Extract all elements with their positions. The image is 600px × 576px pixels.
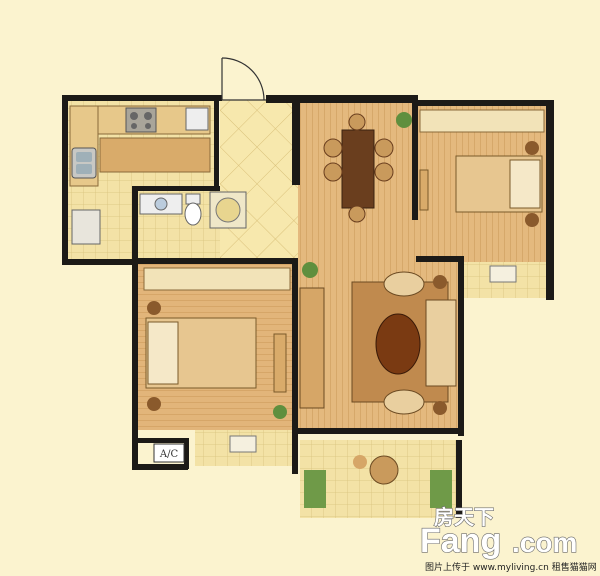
cushion-bedroom-1 [489,265,517,283]
washer-icon [71,209,101,245]
bed-bedroom-1 [455,141,543,227]
shower-icon [209,191,247,229]
watermark-caption: 图片上传于 www.myliving.cn 租售猫猫网 [425,561,597,573]
entry-hall-floor [220,100,298,260]
desk-bedroom-2 [273,333,287,393]
watermark-brand-en: Fang [420,522,501,560]
basin-icon [154,197,168,211]
balcony-furniture [304,455,452,508]
watermark: 房天下 Fang .com 图片上传于 www.myliving.cn 租售猫猫… [419,504,597,573]
walls [62,95,554,518]
watermark-brand-suffix: .com [512,527,577,558]
bathroom-fixtures [71,191,247,245]
entry-door [221,57,266,101]
stove-icon [125,107,157,133]
wardrobe-bedroom-2 [143,267,291,291]
tv-cabinet [299,287,325,409]
plant-icon [273,112,412,419]
kitchen-sink-icon [71,147,97,179]
wall-cabinet-bedroom-1 [419,169,429,211]
fridge-icon [185,107,209,131]
ac-label-box [153,443,185,463]
bed-bedroom-2 [145,301,257,411]
wardrobe-bedroom-1 [419,109,545,133]
living-sofa-set [351,271,457,415]
dining-table [323,113,394,223]
watermark-brand-cn: 房天下 [434,505,494,529]
toilet-icon [184,193,202,226]
ac-label: A/C [159,449,179,460]
cushion-bedroom-2 [229,435,257,453]
